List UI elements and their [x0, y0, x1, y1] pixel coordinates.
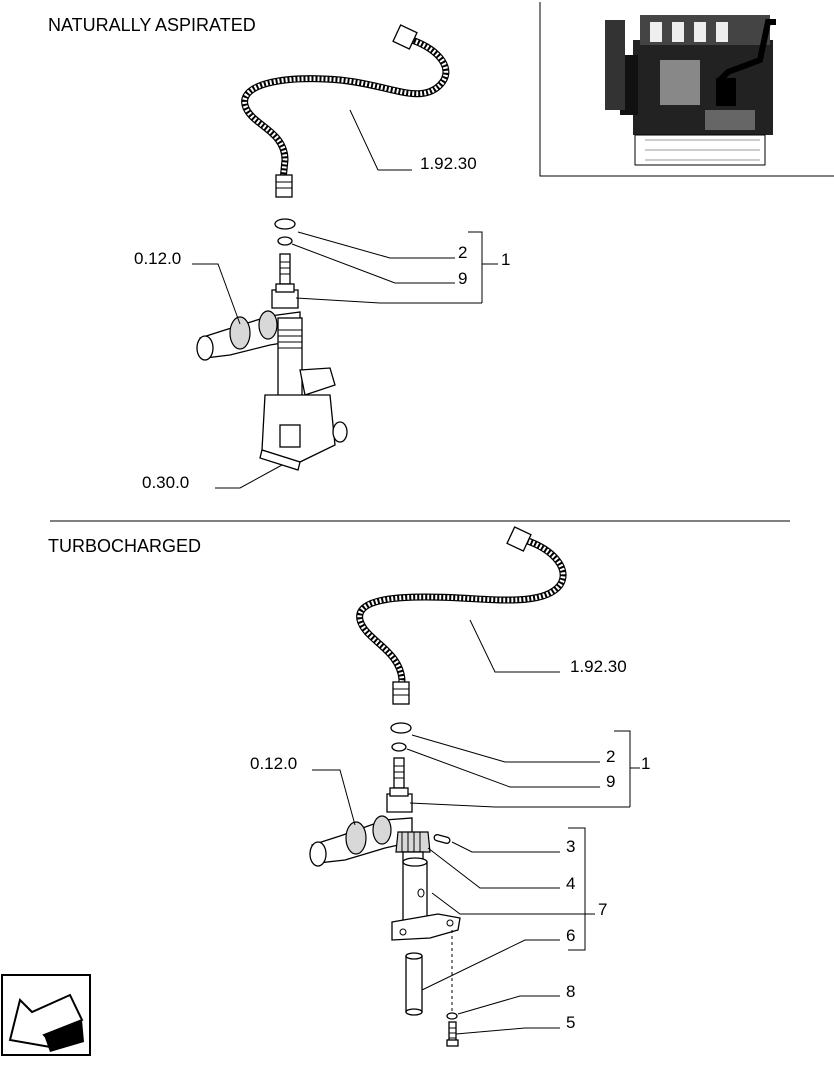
callout-1-bottom: 1	[641, 754, 650, 773]
callout-6: 6	[566, 926, 575, 945]
arrow-back-icon	[8, 993, 84, 1052]
pin-part	[433, 834, 451, 844]
bracket-assembly-bottom	[614, 730, 631, 807]
shaft-part	[405, 952, 423, 1016]
leader-washer-bottom	[406, 748, 600, 788]
callout-2-top: 2	[458, 243, 467, 262]
tachometer-cable-top	[241, 24, 450, 198]
seal-ring-top	[274, 218, 296, 230]
leader-shaft	[421, 939, 560, 991]
washer-bottom	[391, 742, 407, 752]
leader-camshaft-top	[192, 263, 241, 325]
callout-7: 7	[598, 900, 607, 919]
leader-adapter-top	[295, 297, 482, 304]
leader-camshaft-bottom	[312, 769, 356, 826]
leader-washer-top	[291, 243, 455, 284]
leader-seal-top	[297, 231, 455, 259]
leader-adapter-bottom	[409, 802, 630, 808]
callout-1-top: 1	[501, 250, 510, 269]
small-washer-part	[446, 1012, 458, 1020]
leader-seal-bottom	[411, 734, 600, 763]
callout-4: 4	[566, 874, 575, 893]
section-title-turbocharged: TURBOCHARGED	[48, 536, 201, 556]
engine-icon	[605, 15, 776, 166]
oil-pump-top	[259, 317, 348, 471]
seal-ring-bottom	[390, 722, 412, 734]
leader-pin	[451, 841, 560, 853]
leader-support	[431, 892, 585, 915]
washer-top	[277, 236, 293, 246]
pump-support-bottom	[391, 857, 461, 941]
bracket-support-assembly	[568, 827, 586, 951]
pump-gear-bottom	[395, 831, 431, 863]
leader-block-top	[215, 464, 283, 489]
leader-hose-top	[349, 109, 412, 171]
bracket-assembly-top	[468, 231, 483, 303]
callout-5: 5	[566, 1013, 575, 1032]
callout-1-92-30-bottom: 1.92.30	[570, 657, 627, 676]
leader-screw	[455, 1027, 560, 1035]
callout-0-12-0-top: 0.12.0	[134, 249, 181, 268]
camshaft-bottom	[309, 815, 413, 867]
section-title-naturally-aspirated: NATURALLY ASPIRATED	[48, 15, 256, 35]
callout-0-30-0-top: 0.30.0	[142, 473, 189, 492]
drive-adapter-bottom	[386, 757, 413, 813]
leader-gear	[427, 847, 560, 889]
callout-2-bottom: 2	[606, 747, 615, 766]
callout-9-bottom: 9	[606, 772, 615, 791]
callout-1-92-30-top: 1.92.30	[420, 154, 477, 173]
drive-adapter-top	[271, 253, 299, 309]
back-navigation-button[interactable]	[1, 974, 91, 1056]
screw-part	[446, 1021, 459, 1047]
leader-hose-bottom	[469, 619, 560, 673]
callout-9-top: 9	[458, 269, 467, 288]
callout-0-12-0-bottom: 0.12.0	[250, 754, 297, 773]
tachometer-cable-bottom	[356, 526, 567, 705]
callout-8: 8	[566, 982, 575, 1001]
leader-small-washer	[457, 995, 560, 1015]
callout-3: 3	[566, 837, 575, 856]
engine-thumbnail	[539, 2, 834, 177]
